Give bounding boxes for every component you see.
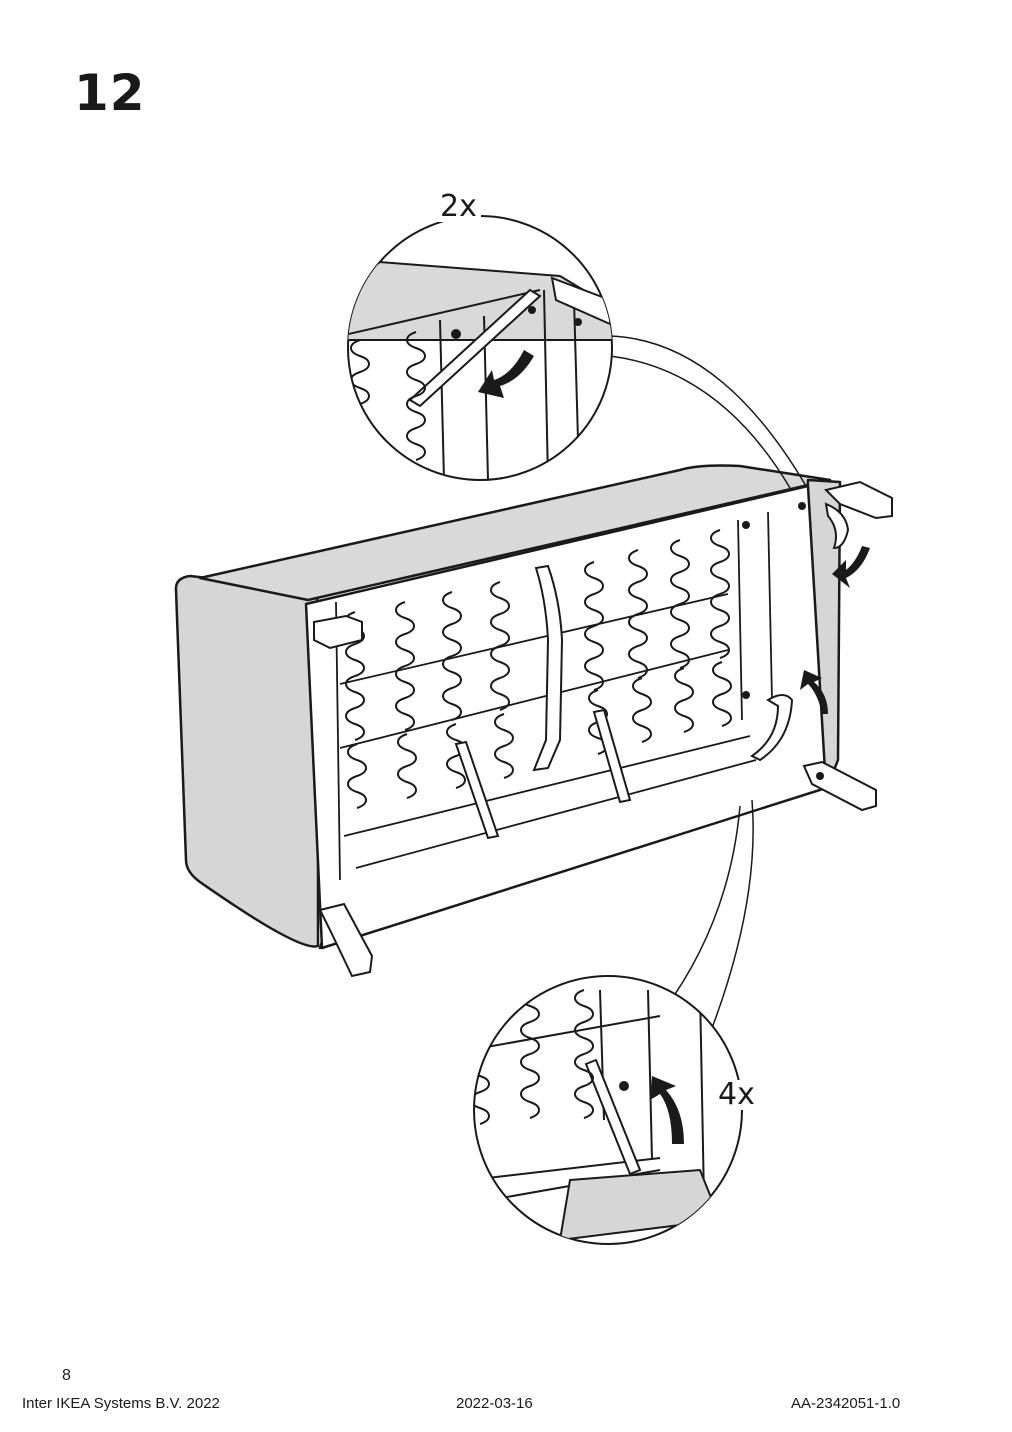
sofa-body bbox=[174, 464, 842, 950]
step-number: 12 bbox=[74, 64, 146, 122]
quantity-label-bottom: 4x bbox=[714, 1080, 759, 1110]
quantity-label-top: 2x bbox=[436, 192, 481, 222]
footer-doc-id: AA-2342051-1.0 bbox=[791, 1395, 901, 1412]
frame-rails bbox=[335, 511, 773, 881]
footer-date: 2022-03-16 bbox=[456, 1395, 533, 1412]
footer-copyright: Inter IKEA Systems B.V. 2022 bbox=[22, 1395, 220, 1412]
screws bbox=[742, 502, 824, 780]
zoom-detail-bottom bbox=[473, 975, 743, 1245]
callout-leaders bbox=[609, 335, 807, 1029]
page-number: 8 bbox=[62, 1367, 71, 1384]
zoom-detail-top bbox=[347, 215, 613, 481]
curved-arrows-main bbox=[800, 546, 870, 714]
support-straps bbox=[454, 502, 850, 840]
